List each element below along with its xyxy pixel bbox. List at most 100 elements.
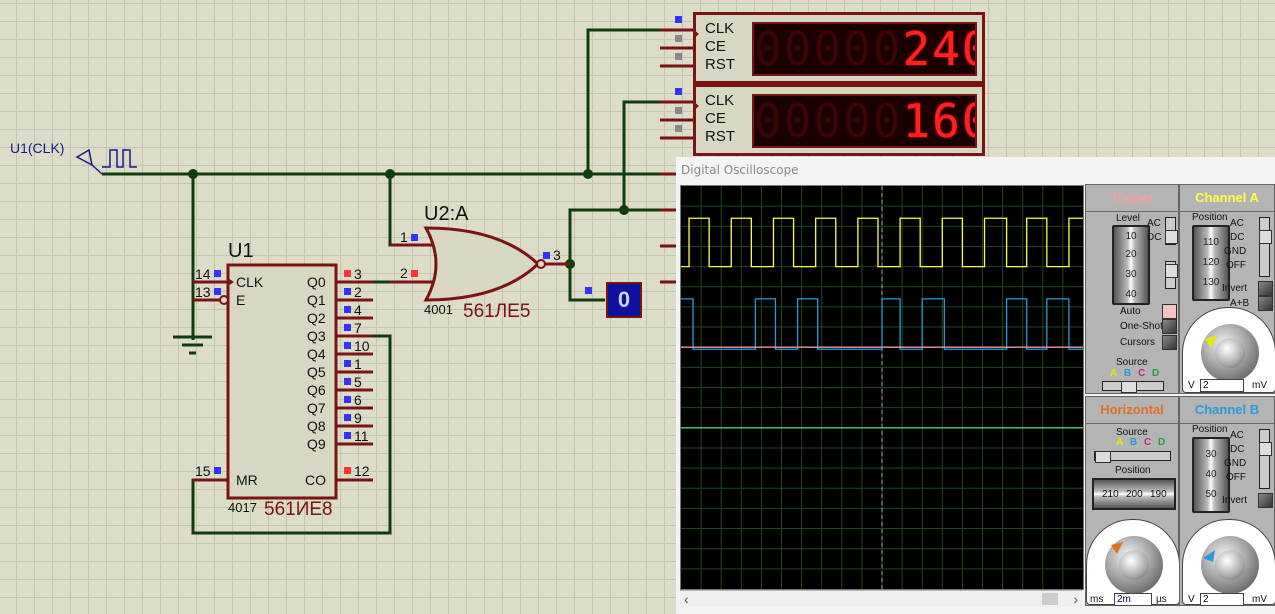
horizontal-source-a: A [1116,437,1124,448]
logic-probe[interactable]: 0 [606,282,642,318]
channel-b-header: Channel B [1180,397,1274,424]
trigger-auto-button[interactable] [1162,304,1177,319]
pin-state-marker [344,306,351,313]
horizontal-timebase-value[interactable]: 2m [1114,593,1152,606]
junction [583,169,593,179]
junction [188,169,198,179]
trigger-cursors-button[interactable] [1162,335,1177,350]
channel-b-trace [681,298,1083,350]
u2-pinnum-2: 2 [400,265,408,281]
pin-state-marker [675,88,682,95]
trigger-source-b: B [1124,368,1132,379]
nor-gate-body[interactable] [423,226,541,302]
trigger-panel: Trigger Level 10 20 30 40 AC DC Auto One… [1085,184,1179,394]
u2-pinnum-3: 3 [553,247,561,263]
counter1-leading: 00000 [754,22,903,76]
u1-pin-q4: Q4 [307,346,326,362]
counter2-display: 00000160 [752,94,977,148]
horizontal-position-drum[interactable]: 210 200 190 [1092,478,1176,510]
u2-ref: U2:A [424,203,469,225]
channel-b-coupling-switch[interactable] [1259,429,1272,489]
tick: 40 [1125,289,1137,300]
u1-pinnum-15: 15 [195,463,211,479]
pin-state-marker [411,270,418,277]
counter2-pin-rst: RST [705,128,735,145]
horizontal-timebase-dial[interactable] [1086,519,1180,605]
pin-state-marker [344,396,351,403]
u1-pin-mr: MR [236,472,258,488]
trigger-level-drum[interactable]: 10 20 30 40 [1112,225,1150,305]
junction [619,205,629,215]
horizontal-source-slider[interactable] [1094,451,1171,463]
channel-a-off: OFF [1226,260,1246,271]
pin-state-marker [344,378,351,385]
junction [385,169,395,179]
u1-pin-e: E [236,292,246,308]
channel-a-gnd: GND [1224,246,1247,257]
tick: 190 [1150,489,1167,500]
u1-rus-part: 561ИЕ8 [264,499,333,520]
counter1-pin-rst: RST [705,56,735,73]
u1-pinnum: 10 [354,338,370,354]
u1-pin-q3: Q3 [307,328,326,344]
trigger-coupling-switch[interactable] [1165,217,1178,245]
u1-pinnum: 7 [354,320,362,336]
tick: 120 [1202,257,1220,268]
channel-a-unit-mv: mV [1252,380,1267,391]
horizontal-position-label: Position [1115,465,1151,476]
channel-b-invert-button[interactable] [1258,493,1273,508]
u1-pin-q1: Q1 [307,292,326,308]
horizontal-source-c: C [1144,437,1152,448]
channel-a-dc: DC [1230,232,1245,243]
oscilloscope-screen [680,185,1084,590]
u1-pin-co: CO [305,472,326,488]
counter2-value: 160 [902,94,975,148]
pin-state-marker [344,414,351,421]
scope-horizontal-scrollbar[interactable]: ‹ › [680,590,1082,607]
scroll-right-arrow-icon[interactable]: › [1073,591,1078,607]
horizontal-panel: Horizontal Source A B C D Position 210 2… [1085,396,1180,606]
wire-counter2-clk [622,100,660,210]
tick: 30 [1125,269,1137,280]
channel-b-unit-v: V [1188,594,1195,605]
pin-state-marker [214,288,221,295]
u1-pinnum: 5 [354,374,362,390]
trigger-edge-switch[interactable] [1165,261,1178,289]
u1-pin-q0: Q0 [307,274,326,290]
scroll-left-arrow-icon[interactable]: ‹ [684,591,689,607]
trigger-auto-label: Auto [1120,306,1141,317]
channel-a-aplusb-button[interactable] [1258,296,1273,311]
dial-pointer-icon [1111,542,1123,554]
counter-timer-1[interactable]: CLK CE RST 00000240 [693,12,985,84]
u1-pinnum: 11 [354,428,369,444]
channel-a-invert-button[interactable] [1258,281,1273,296]
trigger-source-a: A [1110,368,1118,379]
trigger-source-slider[interactable] [1102,381,1164,393]
trigger-dc-label: DC [1147,232,1162,243]
trigger-ac-label: AC [1147,218,1161,229]
channel-b-volts-value[interactable]: 2 [1200,593,1244,606]
wire-probe [568,264,605,302]
u1-pin-q8: Q8 [307,418,326,434]
channel-a-volts-value[interactable]: 2 [1200,379,1244,392]
channel-b-volts-dial[interactable] [1182,519,1275,605]
clock-generator-icon[interactable] [75,148,137,175]
u1-body[interactable] [226,263,338,500]
trigger-source-c: C [1138,368,1146,379]
tick: 40 [1205,469,1217,480]
scrollbar-thumb[interactable] [1042,593,1058,605]
u1-pin-q6: Q6 [307,382,326,398]
counter1-value: 240 [902,22,975,76]
trigger-oneshot-button[interactable] [1162,319,1177,334]
pin-state-marker [585,287,592,294]
channel-a-volts-dial[interactable] [1182,307,1275,393]
counter-timer-2[interactable]: CLK CE RST 00000160 [693,84,985,156]
channel-b-position-drum[interactable]: 30 40 50 [1192,437,1230,513]
u1-pinnum-14: 14 [195,266,211,282]
u1-pin-q5: Q5 [307,364,326,380]
channel-b-invert-label: Invert [1222,495,1248,506]
channel-b-unit-mv: mV [1252,594,1267,605]
channel-a-position-drum[interactable]: 110 120 130 [1192,225,1230,301]
channel-a-coupling-switch[interactable] [1259,217,1272,277]
pin-state-marker [214,270,221,277]
